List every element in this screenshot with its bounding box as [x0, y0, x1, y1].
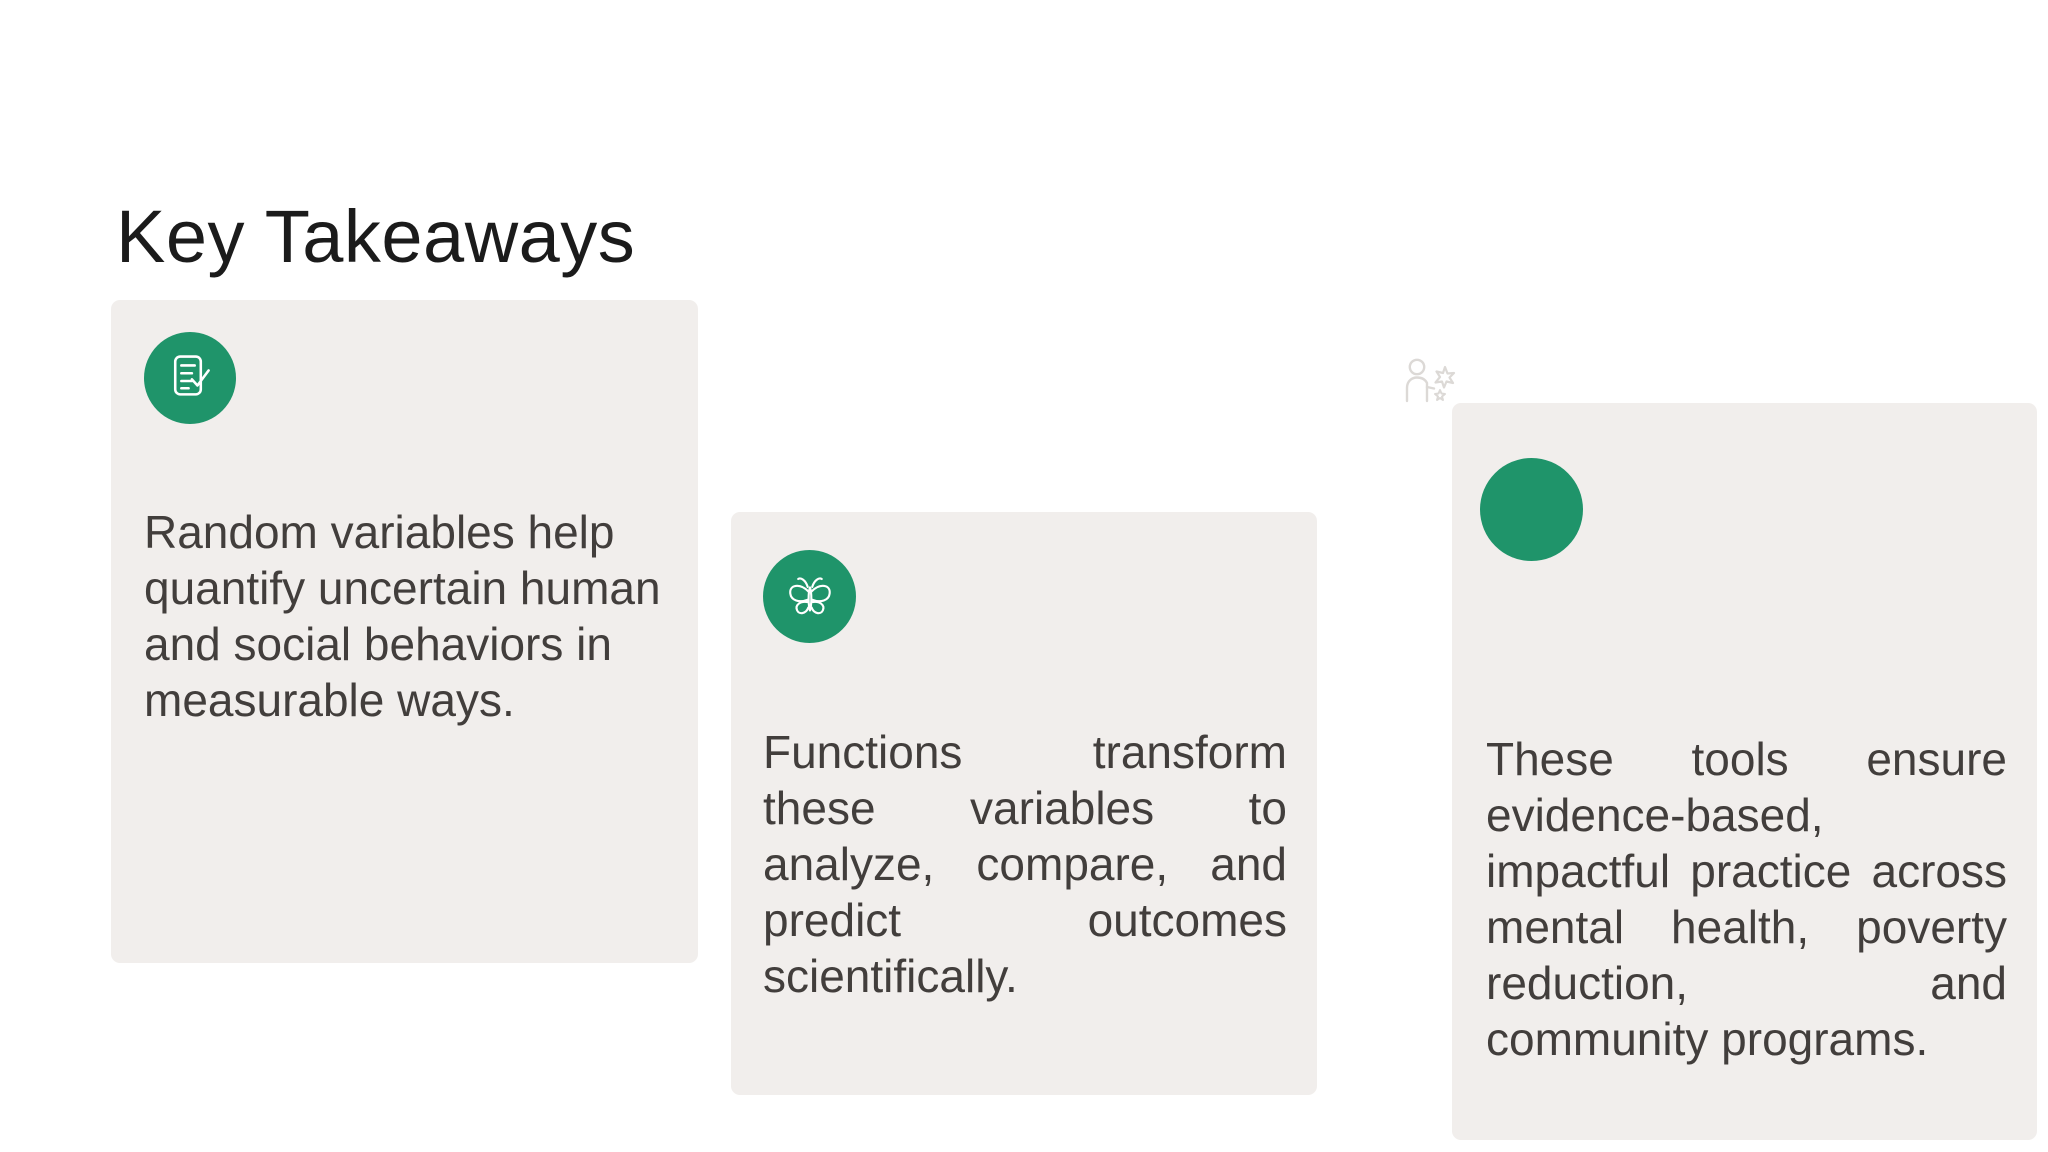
- takeaway-text-2: Functions transform these variables to a…: [763, 726, 1287, 1002]
- takeaway-text-3: These tools ensure evidence-based, impac…: [1486, 733, 2007, 1065]
- takeaway-card-1: Random variables help quantify uncertain…: [111, 300, 698, 963]
- person-sparkle-icon: [1405, 358, 1456, 403]
- green-circle-badge: [763, 550, 856, 643]
- green-circle-badge: [144, 332, 236, 424]
- takeaway-card-3: These tools ensure evidence-based, impac…: [1452, 403, 2037, 1140]
- takeaway-text-1: Random variables help quantify uncertain…: [144, 506, 661, 726]
- butterfly-icon: [788, 577, 831, 614]
- document-check-icon: [174, 355, 211, 396]
- takeaway-card-2: Functions transform these variables to a…: [731, 512, 1317, 1095]
- green-circle-badge: [1480, 458, 1583, 561]
- page-title: Key Takeaways: [116, 194, 636, 278]
